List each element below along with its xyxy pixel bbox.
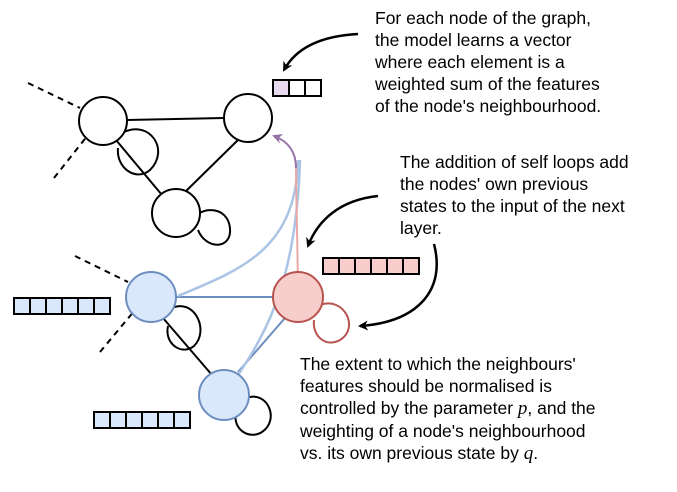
note-text: , and the (527, 398, 596, 418)
vector-cell (338, 257, 356, 275)
vector-cell (141, 411, 159, 429)
vector-cell-highlighted (272, 79, 290, 97)
neighbour-node (198, 369, 250, 421)
parameter-p: p (517, 398, 528, 419)
self-loop-target-arrow (358, 243, 438, 331)
graph-edge (183, 138, 240, 194)
self-loop (197, 209, 232, 246)
graph-node (78, 96, 128, 146)
parameter-q: q (523, 443, 534, 464)
note-line: weighting of a node's neighbourhood (300, 421, 586, 441)
vector-cell (109, 411, 127, 429)
self-loop (234, 395, 272, 436)
vector-cell (29, 297, 47, 315)
vector-cell (93, 411, 111, 429)
message-curves (177, 134, 302, 391)
annotation-arrows (282, 32, 438, 331)
output-vector (272, 79, 322, 97)
note-text: vs. its own previous state by (300, 443, 524, 463)
note-line: vs. its own previous state by q. (300, 442, 596, 465)
note-text: . (533, 443, 539, 463)
self-loop-red (312, 302, 351, 344)
note-line: features should be normalised is (300, 376, 552, 396)
upper-graph (27, 82, 273, 246)
graph-edge (115, 139, 163, 196)
feature-vector-blue-bottom (93, 411, 191, 429)
vector-cell (173, 411, 191, 429)
note-line: controlled by the parameter p, and the (300, 397, 596, 420)
lower-nodes (125, 271, 324, 421)
normalisation-note: The extent to which the neighbours' feat… (300, 353, 596, 465)
dashed-edge (99, 309, 136, 353)
note-line: The addition of self loops add (400, 152, 629, 172)
vector-cell (288, 79, 306, 97)
graph-edge (125, 117, 225, 121)
dashed-edge (74, 255, 129, 283)
vector-cell (304, 79, 322, 97)
note-line: layer. (400, 218, 442, 238)
vector-cell (13, 297, 31, 315)
dashed-edge (27, 82, 81, 109)
note-line: the model learns a vector (375, 30, 572, 50)
note-line: where each element is a (375, 52, 565, 72)
dashed-edge (53, 134, 89, 179)
vector-cell (402, 257, 420, 275)
vector-cell (77, 297, 95, 315)
vector-cell (93, 297, 111, 315)
graph-node (223, 93, 273, 143)
self-loop (166, 305, 202, 351)
vector-cell (322, 257, 340, 275)
note-line: For each node of the graph, (375, 8, 591, 28)
note-line: The extent to which the neighbours' (300, 354, 576, 374)
aggregation-arrow (272, 134, 297, 169)
note-line: of the node's neighbourhood. (375, 96, 602, 116)
feature-vector-blue-left (13, 297, 111, 315)
neighbour-node (125, 271, 177, 323)
self-loops-note: The addition of self loops add the nodes… (400, 151, 629, 239)
note-line: the nodes' own previous (400, 174, 589, 194)
vector-cell (157, 411, 175, 429)
vector-cell (125, 411, 143, 429)
vector-cell (370, 257, 388, 275)
note-line: states to the input of the next (400, 196, 625, 216)
feature-vector-red (322, 257, 420, 275)
note-text: controlled by the parameter (300, 398, 518, 418)
aggregation-callout-arrow (282, 32, 359, 72)
lower-graph (74, 255, 351, 436)
aggregation-note: For each node of the graph, the model le… (375, 7, 601, 117)
central-node (272, 271, 324, 323)
message-curve-blue (177, 159, 300, 298)
graph-edge (162, 317, 213, 376)
vector-cell (61, 297, 79, 315)
vector-cell (45, 297, 63, 315)
self-loop (116, 128, 160, 176)
vector-cell (386, 257, 404, 275)
vector-cell (354, 257, 372, 275)
self-loop-callout-arrow (306, 194, 379, 248)
graph-node (151, 188, 201, 238)
note-line: weighted sum of the features (375, 74, 600, 94)
